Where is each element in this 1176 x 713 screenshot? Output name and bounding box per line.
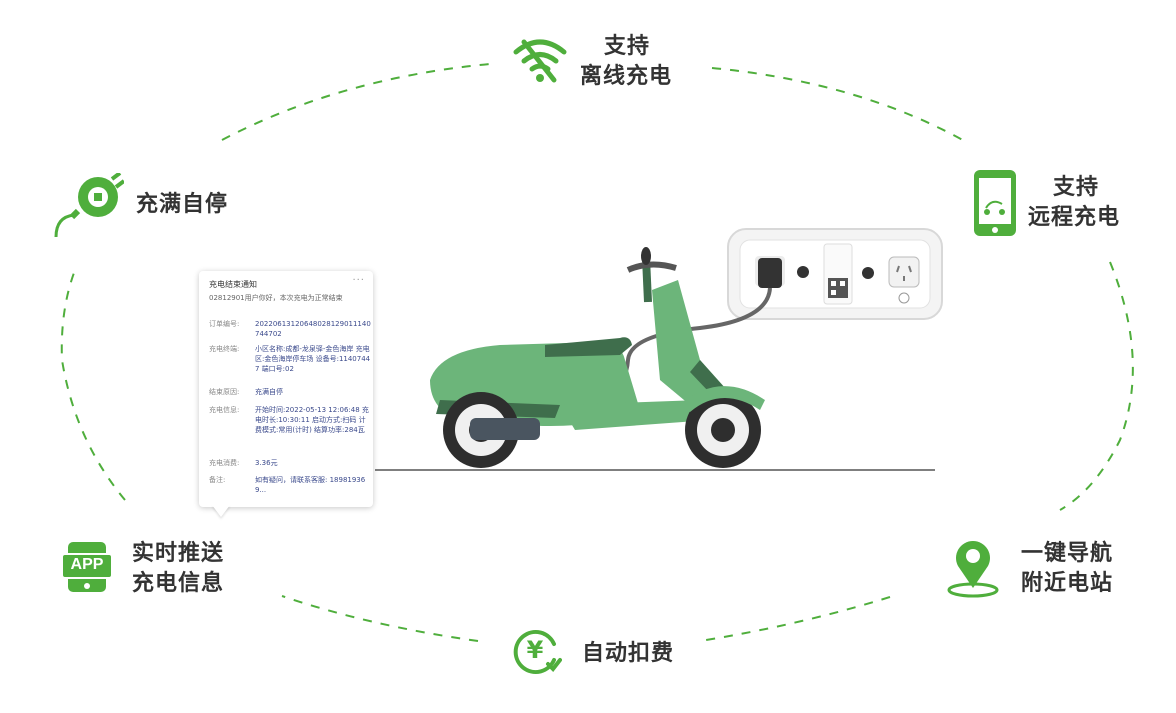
row-value: 如有疑问，请联系客服: 189819369...: [255, 476, 366, 494]
feature-remote-line1: 支持: [1053, 175, 1100, 200]
feature-navigate-line1: 一键导航: [1021, 541, 1114, 566]
phone-icon: [974, 170, 1016, 236]
feature-remote-line2: 远程充电: [1028, 205, 1121, 230]
app-icon-text: APP: [70, 556, 104, 573]
row-value: 充满自停: [255, 388, 283, 396]
app-icon: APP: [62, 542, 112, 592]
row-label: 备注:: [209, 476, 226, 484]
notification-title: 充电结束通知: [209, 280, 257, 289]
dashed-ring: [60, 63, 1134, 642]
wifi-off-icon: [513, 39, 567, 83]
notification-pointer: [212, 505, 230, 517]
row-label: 充电信息:: [209, 406, 240, 414]
plug-icon: [54, 173, 124, 238]
feature-auto-stop-label: 充满自停: [136, 192, 229, 217]
row-label: 结束原因:: [209, 388, 240, 396]
row-label: 充电终端:: [209, 345, 240, 353]
more-menu-icon[interactable]: ···: [352, 275, 365, 286]
charge-end-notification: 充电结束通知 ··· 02812901用户你好，本次充电为正常结束 订单编号: …: [199, 271, 373, 507]
feature-offline-line1: 支持: [604, 34, 651, 59]
feature-auto-pay-label: 自动扣费: [582, 641, 675, 666]
row-value: 开始时间:2022-05-13 12:06:48 充电时长:10:30:11 启…: [255, 406, 369, 434]
yuan-icon: ¥: [510, 626, 562, 678]
row-value: 20220613120648028129011140744702: [255, 320, 371, 338]
electric-scooter: [430, 247, 765, 468]
location-pin-icon: [947, 541, 999, 598]
feature-offline-line2: 离线充电: [580, 64, 673, 89]
feature-navigate-line2: 附近电站: [1021, 571, 1114, 596]
row-label: 充电消费:: [209, 459, 240, 467]
notification-subtitle: 02812901用户你好，本次充电为正常结束: [209, 294, 343, 302]
feature-push-line2: 充电信息: [132, 571, 225, 596]
row-label: 订单编号:: [209, 320, 240, 328]
feature-push-line1: 实时推送: [132, 541, 225, 566]
row-value: 小区名称:成都-龙泉驿-金色海岸 充电区:金色海岸停车场 设备号:1140744…: [255, 345, 371, 373]
row-value: 3.36元: [255, 459, 278, 467]
yuan-icon-text: ¥: [526, 636, 544, 664]
